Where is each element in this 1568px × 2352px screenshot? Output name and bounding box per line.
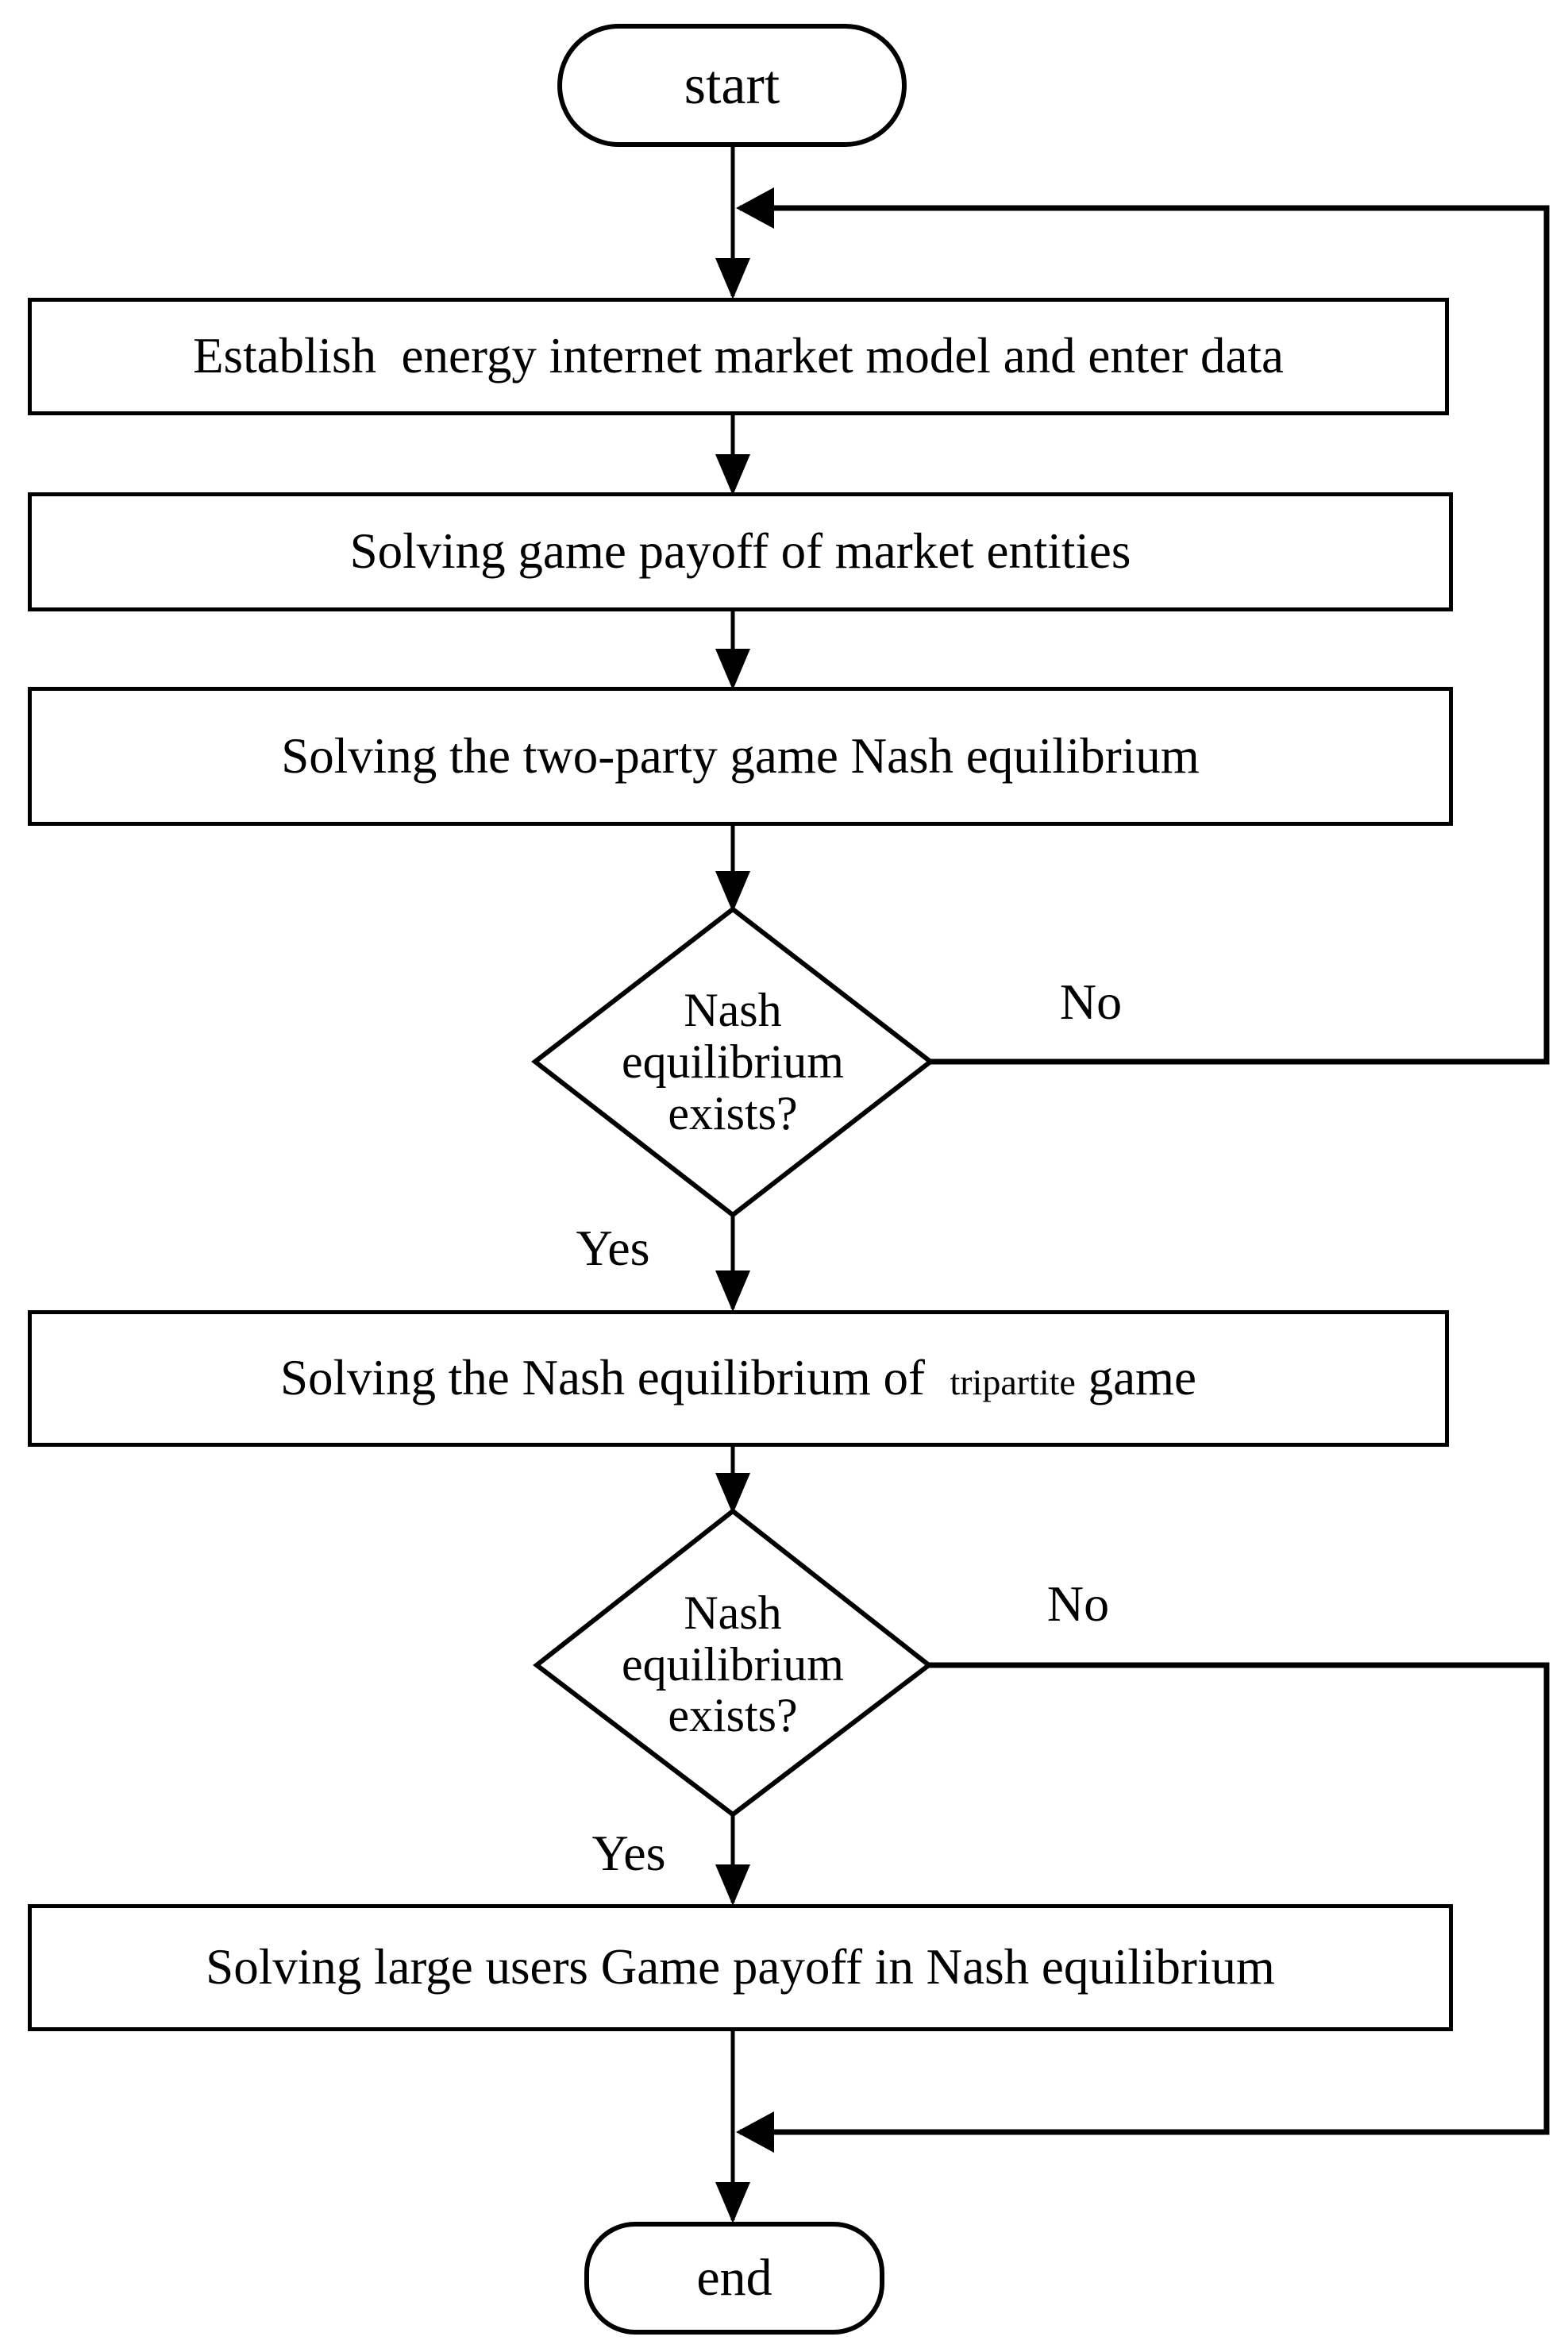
- decision2-no-label: No: [1046, 1575, 1110, 1632]
- decision1-no-label: No: [1059, 974, 1123, 1030]
- step4-label-prefix: Solving the Nash equilibrium of: [280, 1350, 950, 1406]
- start-label: start: [684, 54, 780, 116]
- step4-label-suffix: game: [1075, 1350, 1196, 1406]
- arrowhead-down-step1-icon: [715, 258, 750, 299]
- node-step3: Solving the two-party game Nash equilibr…: [28, 687, 1453, 826]
- step5-label: Solving large users Game payoff in Nash …: [206, 1939, 1275, 1995]
- end-label: end: [696, 2249, 772, 2307]
- node-step4: Solving the Nash equilibrium of triparti…: [28, 1310, 1449, 1447]
- step2-label: Solving game payoff of market entities: [349, 523, 1131, 580]
- node-step1: Establish energy internet market model a…: [28, 298, 1449, 415]
- edge-decision2-no-loop: [740, 1662, 1550, 2135]
- arrowhead-down-decision1-icon: [715, 871, 750, 912]
- arrowhead-down-decision2-icon: [715, 1473, 750, 1514]
- arrowhead-left-junction1-icon: [736, 187, 774, 229]
- node-end: end: [584, 2222, 884, 2335]
- node-step5: Solving large users Game payoff in Nash …: [28, 1904, 1453, 2031]
- step3-label: Solving the two-party game Nash equilibr…: [281, 727, 1200, 784]
- step4-label-tripartite: tripartite: [950, 1362, 1076, 1403]
- arrowhead-left-junction2-icon: [736, 2111, 774, 2153]
- node-step2: Solving game payoff of market entities: [28, 492, 1453, 611]
- decision2-yes-label: Yes: [591, 1825, 666, 1881]
- decision2-label-text: Nash equilibrium exists?: [622, 1586, 844, 1742]
- node-start: start: [557, 24, 907, 147]
- arrowhead-down-step5-icon: [715, 1864, 750, 1906]
- arrowhead-down-step3-icon: [715, 649, 750, 690]
- arrowhead-down-end-icon: [715, 2182, 750, 2223]
- step4-label: Solving the Nash equilibrium of triparti…: [256, 1351, 1220, 1405]
- edge-decision1-no-loop: [740, 205, 1550, 1065]
- arrowhead-down-step4-icon: [715, 1270, 750, 1312]
- arrowhead-down-step2-icon: [715, 454, 750, 495]
- decision2-label: Nash equilibrium exists?: [534, 1517, 931, 1812]
- decision1-label-text: Nash equilibrium exists?: [622, 984, 844, 1139]
- decision1-yes-label: Yes: [576, 1220, 650, 1276]
- decision1-label: Nash equilibrium exists?: [534, 913, 931, 1211]
- step1-label: Establish energy internet market model a…: [193, 328, 1284, 384]
